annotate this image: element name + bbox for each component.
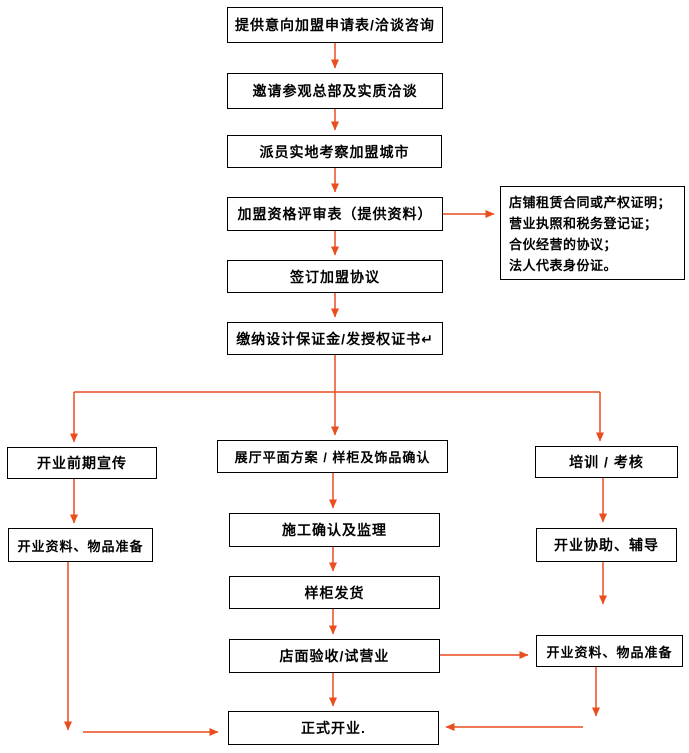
flow-box-step3: 派员实地考察加盟城市 bbox=[227, 135, 442, 168]
flow-box-mid1: 展厅平面方案 / 样柜及饰品确认 bbox=[217, 440, 448, 473]
flow-box-right3: 开业资料、物品准备 bbox=[536, 635, 683, 667]
flow-box-mid5: 正式开业. bbox=[228, 711, 439, 745]
flow-box-left2: 开业资料、物品准备 bbox=[8, 528, 153, 562]
note-line: 营业执照和税务登记证； bbox=[509, 216, 658, 231]
flow-box-mid2: 施工确认及监理 bbox=[229, 513, 440, 547]
flow-box-right1: 培训 / 考核 bbox=[535, 446, 678, 478]
flow-box-step1: 提供意向加盟申请表/洽谈咨询 bbox=[227, 7, 443, 43]
flow-box-step2: 邀请参观总部及实质洽谈 bbox=[227, 73, 443, 109]
note-line: 店铺租赁合同或产权证明； bbox=[509, 195, 672, 210]
flow-box-step5: 签订加盟协议 bbox=[227, 260, 443, 293]
flow-box-mid3: 样柜发货 bbox=[229, 576, 440, 609]
note-line: 合伙经营的协议； bbox=[509, 237, 618, 252]
flow-box-step6: 缴纳设计保证金/发授权证书↵ bbox=[227, 322, 443, 355]
note-line: 法人代表身份证。 bbox=[509, 258, 618, 273]
flow-box-mid4: 店面验收/试营业 bbox=[229, 639, 440, 673]
requirements-note: 店铺租赁合同或产权证明； 营业执照和税务登记证； 合伙经营的协议； 法人代表身份… bbox=[500, 186, 685, 280]
flow-box-left1: 开业前期宣传 bbox=[7, 447, 157, 479]
flow-box-right2: 开业协助、辅导 bbox=[536, 528, 677, 562]
flow-box-step4: 加盟资格评审表（提供资料） bbox=[227, 197, 443, 231]
